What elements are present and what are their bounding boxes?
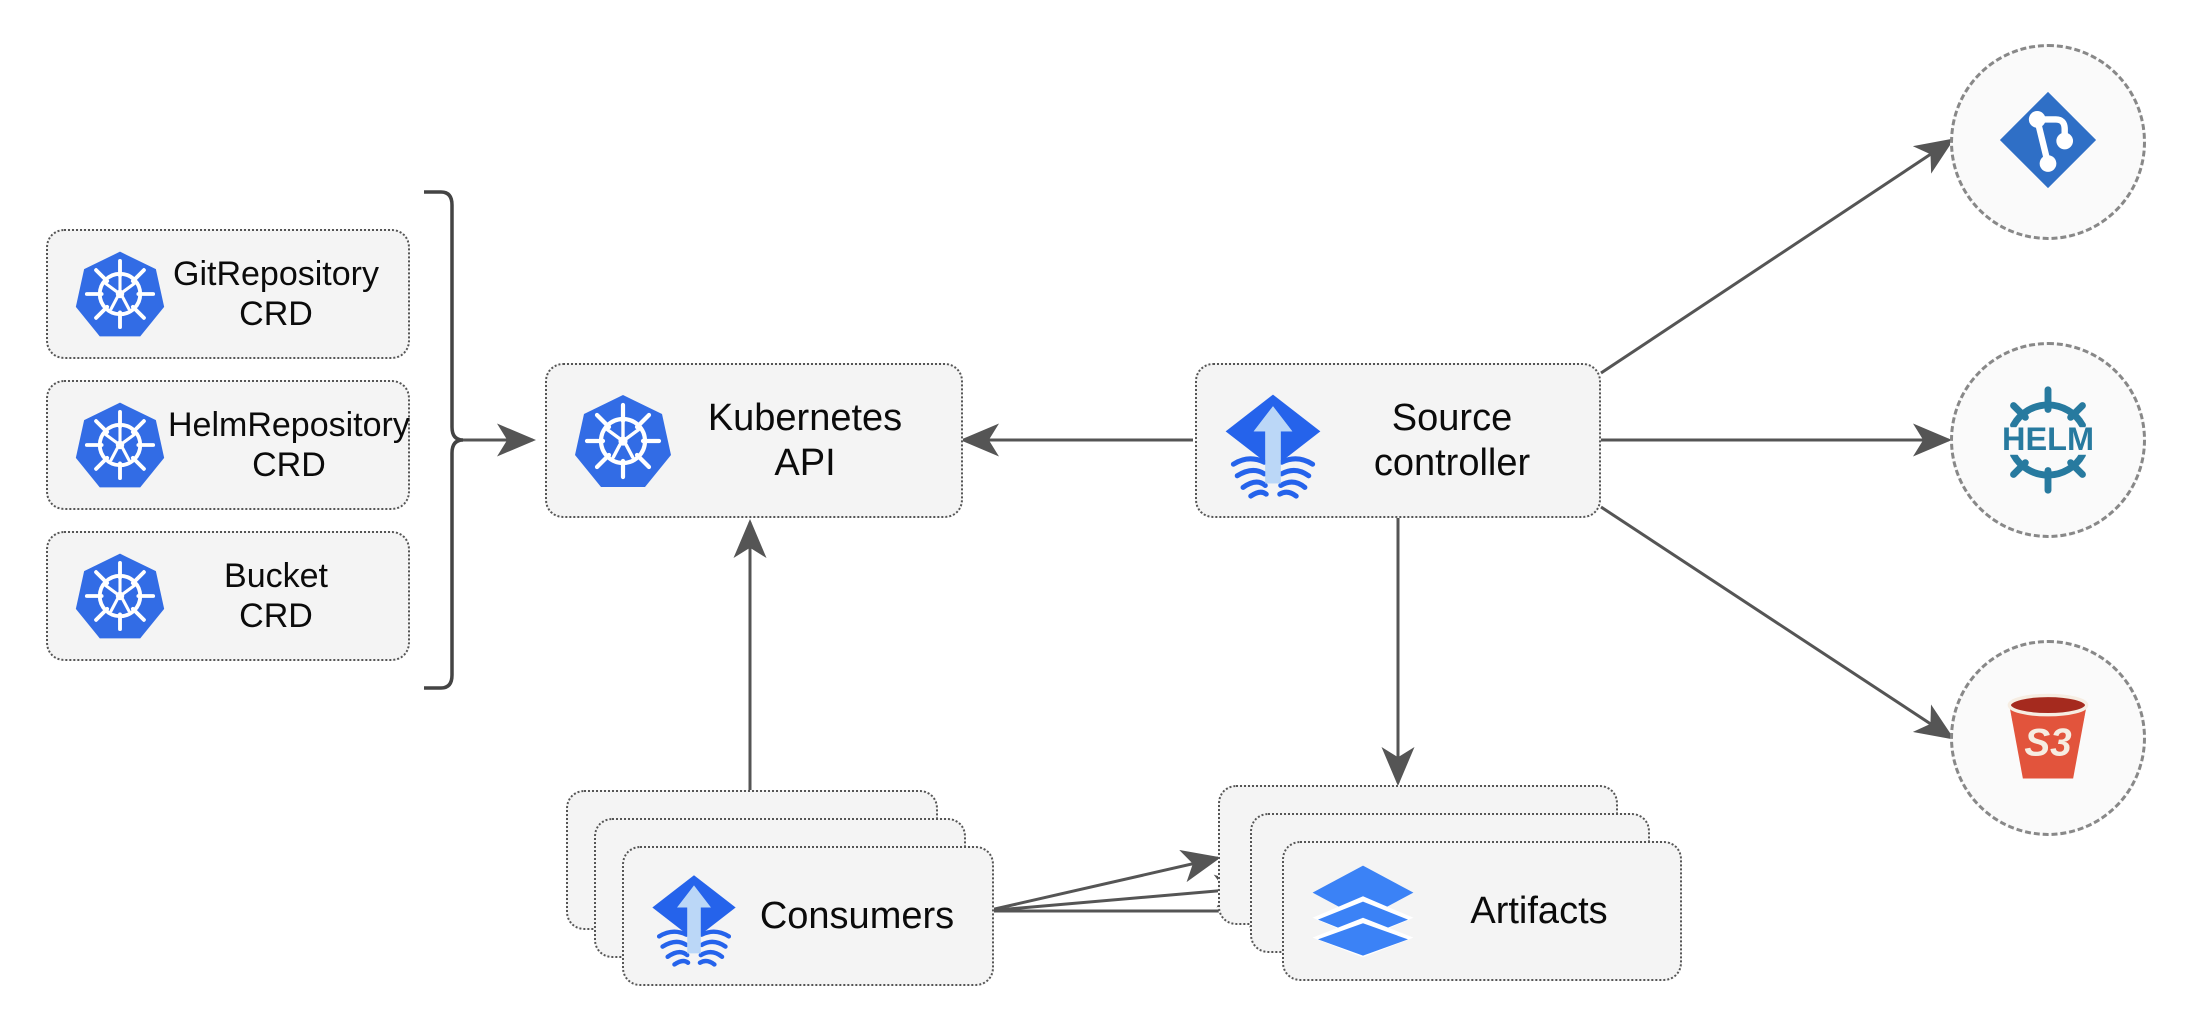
node-kubernetes-api[interactable]: Kubernetes API [545,363,963,518]
node-source-controller[interactable]: Source controller [1195,363,1601,518]
layers-icon [1308,863,1418,959]
flux-icon [646,868,742,967]
source-git[interactable] [1950,44,2146,240]
s3-bucket-icon: S3 [1990,678,2106,799]
kubernetes-icon [72,397,168,493]
edge-consumers-to-artifacts-2 [985,874,1254,913]
edge-source-controller-to-s3 [1600,505,1955,740]
card-label: GitRepository CRD [173,254,379,333]
git-icon [1994,86,2102,199]
s3-label: S3 [2024,721,2072,764]
flux-icon [1217,385,1329,499]
source-helm[interactable]: HELM [1950,342,2146,538]
helm-label: HELM [2002,421,2094,457]
edge-source-controller-to-git [1600,138,1955,375]
node-artifacts[interactable]: Artifacts [1282,841,1682,981]
kubernetes-icon [571,389,675,493]
source-s3[interactable]: S3 [1950,640,2146,836]
node-label: Kubernetes API [707,396,903,484]
edge-consumers-to-artifacts-1 [985,849,1221,913]
card-helmrepository-crd[interactable]: HelmRepository CRD [46,380,410,510]
card-bucket-crd[interactable]: Bucket CRD [46,531,410,661]
helm-icon: HELM [1984,376,2112,504]
node-label: Consumers [759,894,955,937]
crd-group-brace [424,190,464,690]
card-gitrepository-crd[interactable]: GitRepository CRD [46,229,410,359]
node-label: Artifacts [1470,889,1608,932]
card-label: Bucket CRD [224,556,328,635]
card-label: HelmRepository CRD [168,405,410,484]
kubernetes-icon [72,548,168,644]
node-consumers[interactable]: Consumers [622,846,994,986]
node-label: Source controller [1373,396,1531,484]
kubernetes-icon [72,246,168,342]
